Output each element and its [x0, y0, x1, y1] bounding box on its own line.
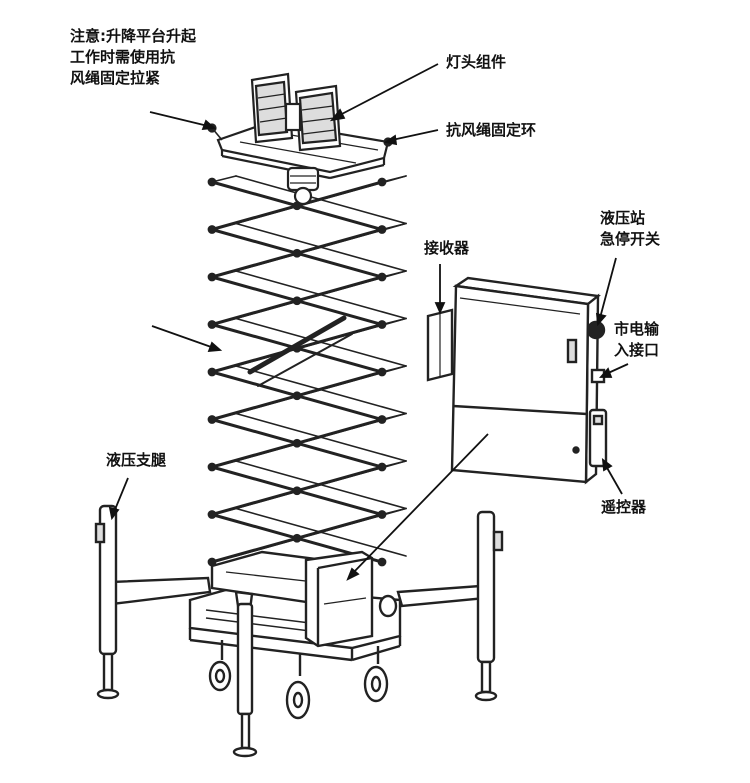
scissor-pivot	[207, 177, 217, 187]
scissor-center-pivot	[292, 438, 302, 448]
scissor-pivot	[377, 510, 387, 519]
scissor-pivot	[207, 272, 217, 282]
lift-cylinder	[247, 315, 347, 375]
lamp-head-assembly	[250, 72, 342, 152]
scissor-pivot	[207, 510, 217, 519]
scissor-pivot	[377, 272, 387, 282]
lift-cylinder-rod	[257, 333, 353, 387]
label-wind-rope-ring: 抗风绳固定环	[446, 121, 537, 139]
scissor-pivot	[377, 557, 387, 567]
scissor-pivot	[207, 367, 217, 377]
scissor-lift-mast	[207, 175, 407, 567]
caster-wheels	[208, 594, 398, 720]
scissor-pivot	[377, 462, 387, 472]
label-lamp-head: 灯头组件	[446, 53, 507, 71]
scissor-pivot	[207, 225, 217, 234]
scissor-center-pivot	[292, 533, 302, 543]
label-remote-control: 遥控器	[601, 498, 647, 516]
power-line-1: 市电输	[614, 320, 660, 338]
scissor-pivot	[207, 415, 217, 424]
scissor-pivot	[377, 320, 387, 329]
estop-line-2: 急停开关	[600, 230, 661, 248]
scissor-center-pivot	[292, 296, 302, 306]
hydraulic-outriggers	[94, 504, 504, 758]
scissor-pivot	[207, 462, 217, 472]
label-mains-input: 市电输 入接口	[614, 319, 659, 361]
note-wind-rope-warning: 注意:升降平台升起 工作时需使用抗 风绳固定拉紧	[70, 26, 196, 89]
label-hydraulic-legs: 液压支腿	[106, 451, 167, 469]
scissor-center-pivot	[292, 248, 302, 258]
emergency-stop-button	[586, 320, 606, 340]
scissor-pivot	[377, 415, 387, 424]
scissor-center-pivot	[292, 391, 302, 401]
note-line-2: 工作时需使用抗	[70, 48, 176, 66]
label-receiver: 接收器	[424, 239, 470, 257]
label-emergency-stop: 液压站 急停开关	[600, 208, 660, 250]
scissor-pivot	[377, 367, 387, 377]
scissor-center-pivot	[292, 486, 302, 496]
estop-line-1: 液压站	[600, 209, 646, 227]
note-line-1: 注意:升降平台升起	[70, 27, 196, 45]
control-cabinet	[426, 276, 608, 485]
power-line-2: 入接口	[614, 341, 660, 359]
scissor-pivot	[377, 225, 387, 234]
note-line-3: 风绳固定拉紧	[70, 69, 161, 87]
leader-lines	[108, 63, 629, 581]
scissor-pivot	[207, 320, 217, 329]
scissor-pivot	[377, 177, 387, 187]
chassis	[188, 550, 402, 720]
